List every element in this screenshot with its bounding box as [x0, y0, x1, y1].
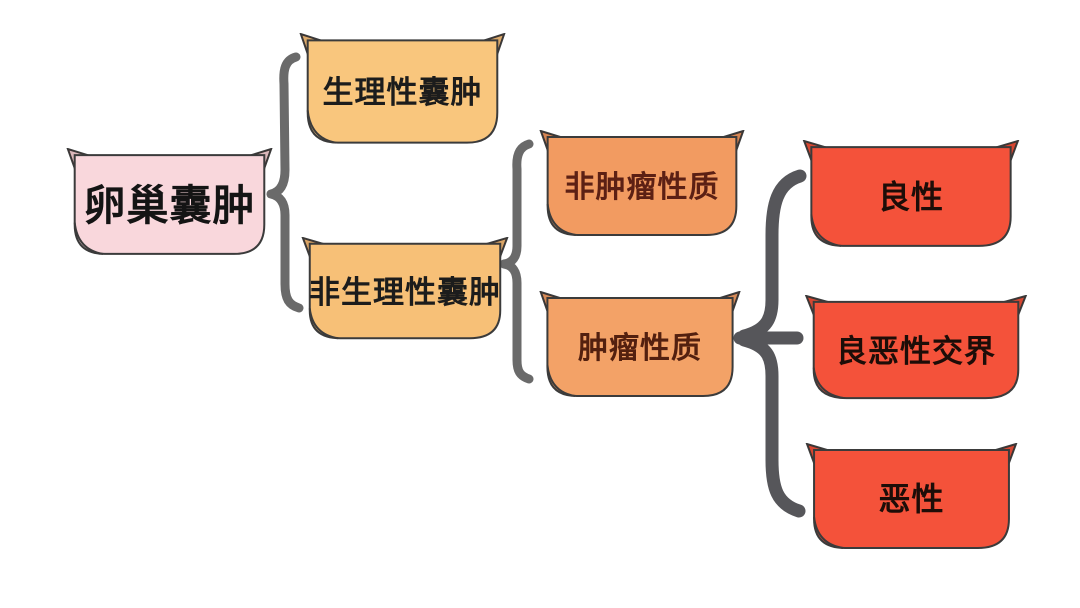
node-physiological-cyst: 生理性囊肿 — [295, 33, 510, 150]
node-label: 生理性囊肿 — [322, 75, 483, 110]
node-label: 良恶性交界 — [836, 333, 996, 369]
branch-neoplastic-malignant — [737, 333, 806, 518]
note-shape — [801, 443, 1022, 555]
node-label: 良性 — [877, 178, 944, 215]
node-label: 肿瘤性质 — [578, 332, 702, 365]
brace-root-children — [266, 52, 304, 313]
note-shape — [295, 33, 510, 150]
node-non-physiological-cyst: 非生理性囊肿 — [297, 237, 513, 345]
note-shape — [800, 295, 1032, 405]
node-malignant: 恶性 — [801, 443, 1022, 555]
node-label: 非生理性囊肿 — [309, 274, 501, 310]
node-label: 卵巢囊肿 — [83, 182, 256, 229]
note-shape — [297, 237, 513, 345]
brace-nonphysiological-children — [499, 139, 534, 384]
node-label: 恶性 — [878, 481, 945, 517]
node-borderline: 良恶性交界 — [800, 295, 1032, 405]
node-label: 非肿瘤性质 — [564, 171, 720, 204]
note-shape — [62, 148, 277, 261]
note-shape — [535, 291, 745, 403]
node-benign: 良性 — [798, 140, 1024, 253]
note-shape — [535, 130, 749, 242]
node-neoplastic: 肿瘤性质 — [535, 291, 745, 403]
node-ovarian-cyst: 卵巢囊肿 — [62, 148, 277, 261]
note-shape — [798, 140, 1024, 253]
branch-neoplastic-benign — [737, 169, 807, 343]
node-non-neoplastic: 非肿瘤性质 — [535, 130, 749, 242]
